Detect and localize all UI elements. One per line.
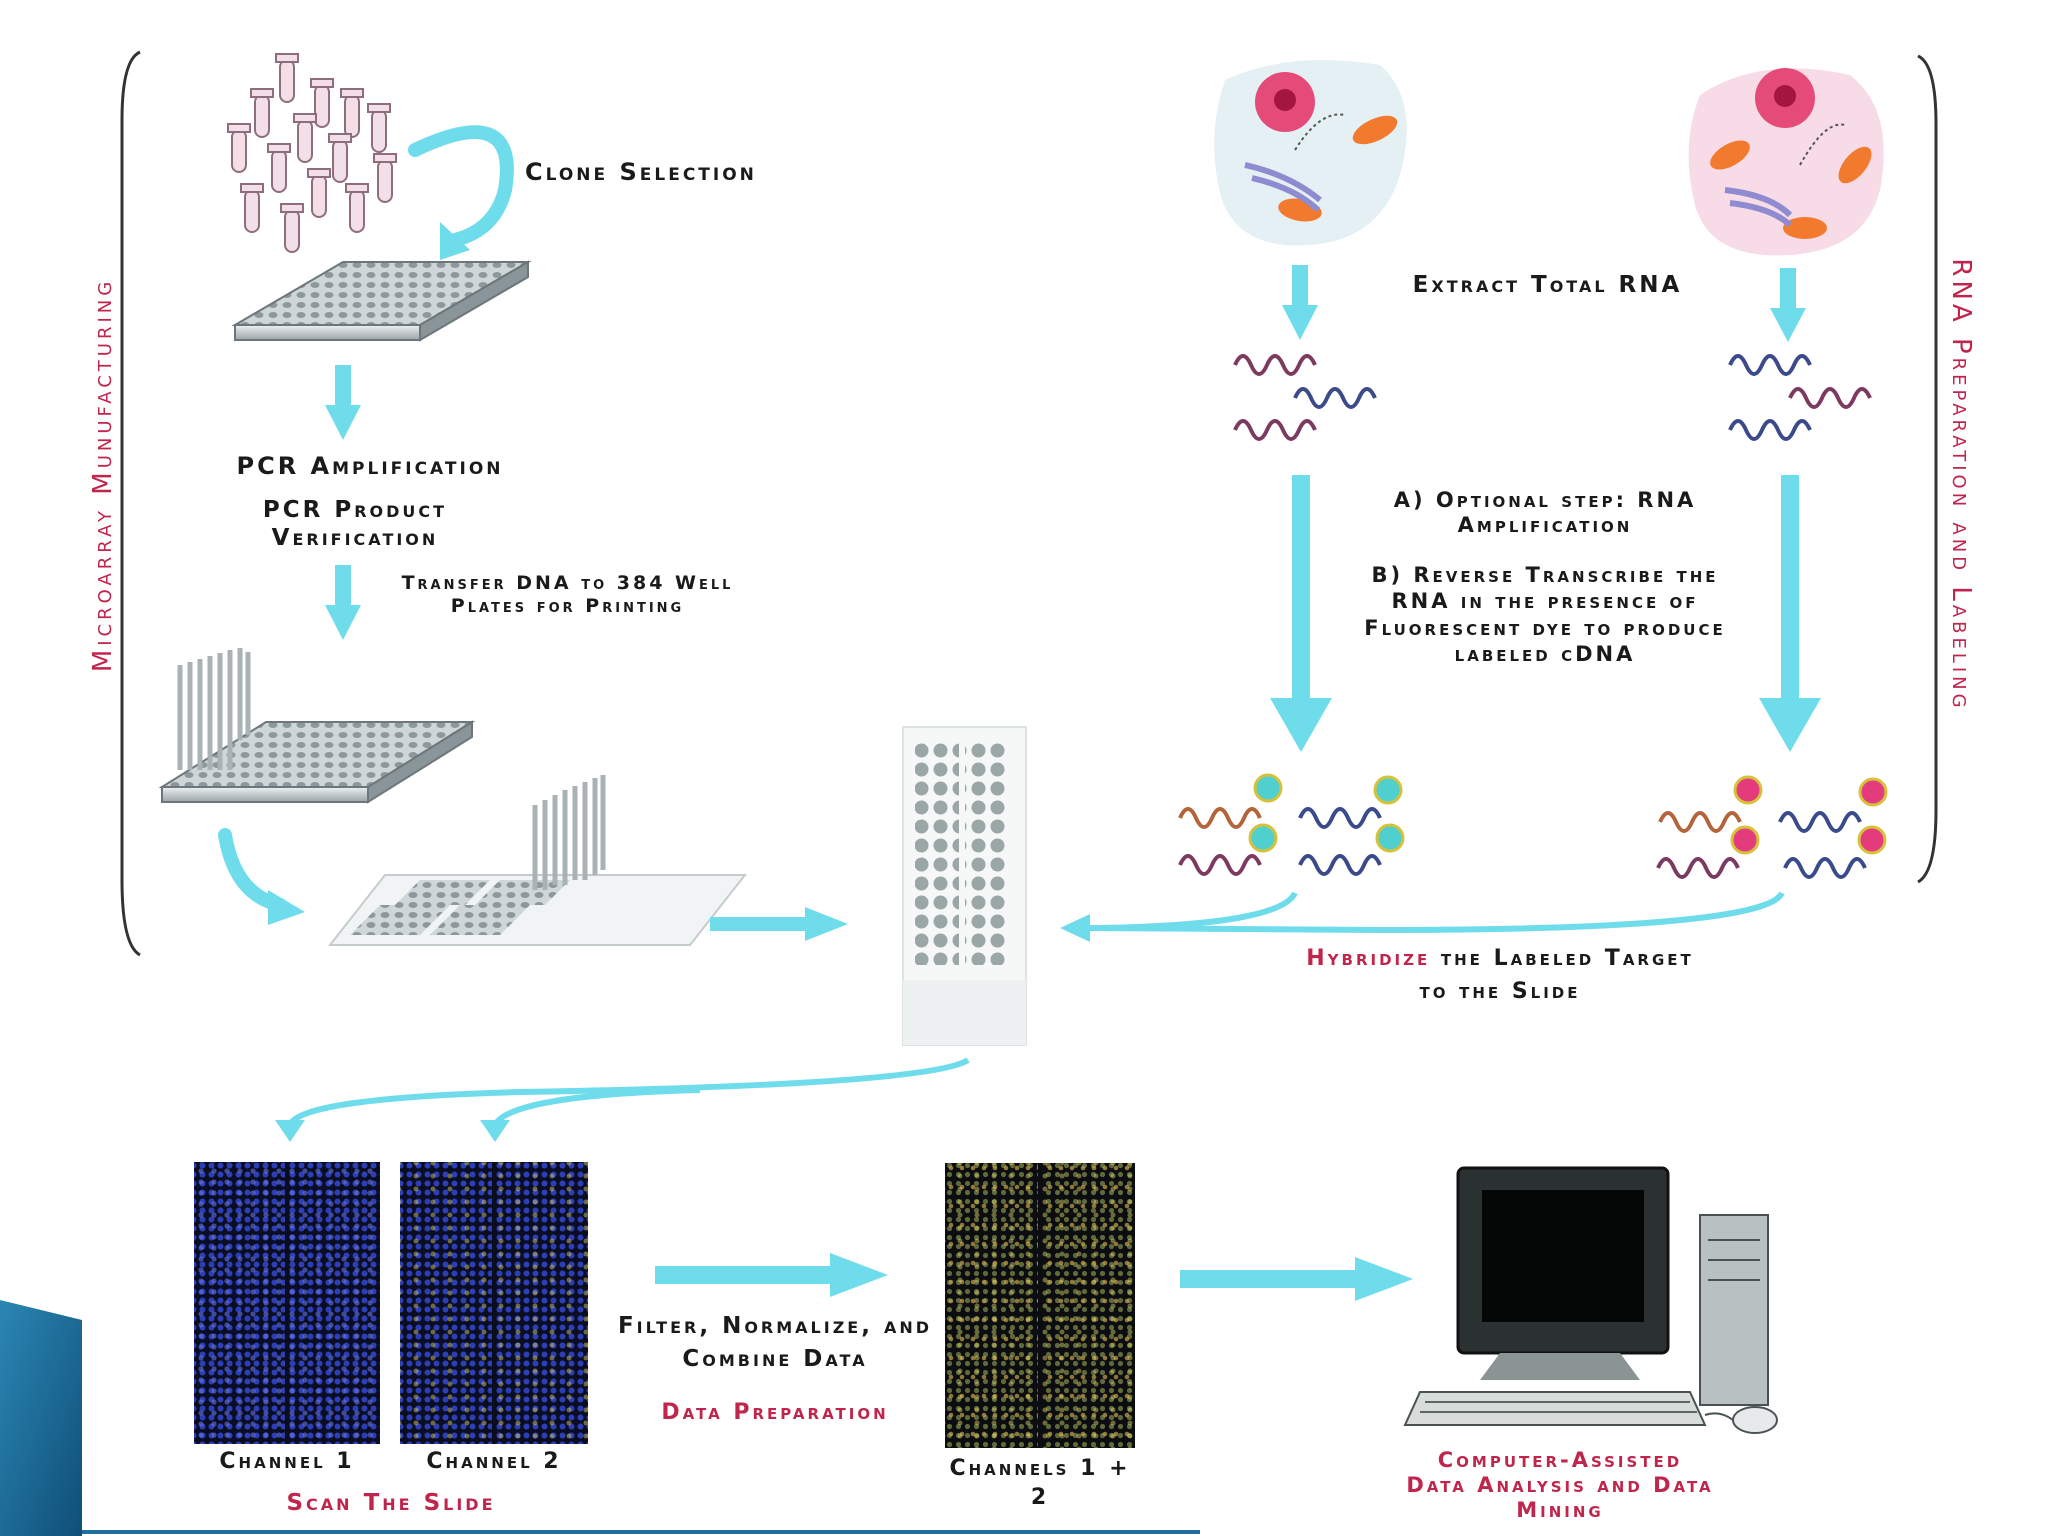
pcr-amplification-label: PCR Amplification [236, 452, 504, 480]
side-label-microarray-manufacturing: Microarray Munufacturing [88, 277, 118, 673]
printing-slides-icon [327, 775, 748, 946]
extract-total-rna-label: Extract Total RNA [1412, 272, 1683, 298]
cell-icon-right [1688, 68, 1884, 256]
channels-combined-label: Channels 1 + 2 [949, 1456, 1131, 1510]
hybridize-rest: the Labeled Target to the Slide [1419, 946, 1694, 1004]
cell-icon-left [1214, 60, 1407, 246]
channel-1-label: Channel 1 [219, 1449, 355, 1474]
labeled-cdna-right [1656, 775, 1888, 879]
tube-rack-icon [227, 53, 397, 253]
filter-normalize-label: Filter, Normalize, and Combine Data [617, 1313, 933, 1373]
clone-selection-label: Clone Selection [525, 158, 757, 186]
corner-decoration [0, 1300, 82, 1536]
optional-step-label: A) Optional step: RNA Amplification [1393, 488, 1697, 538]
microarray-slide-icon [902, 726, 1027, 1046]
rna-strands-right [1728, 354, 1872, 441]
channel-2-label: Channel 2 [426, 1449, 562, 1474]
side-label-rna-preparation: RNA Preparation and Labeling [1946, 258, 1976, 712]
data-preparation-label: Data Preparation [661, 1400, 889, 1425]
hybridize-label: Hybridize the Labeled Target to the Slid… [1290, 942, 1710, 1008]
channels-combined-image [945, 1163, 1135, 1448]
transfer-dna-label: Transfer DNA to 384 Well Plates for Prin… [401, 572, 734, 617]
channel-2-scan-image [400, 1162, 588, 1444]
hybridize-word: Hybridize [1306, 946, 1431, 971]
rna-strands-left [1233, 354, 1377, 441]
channel-1-scan-image [194, 1162, 380, 1444]
pcr-product-verification-label: PCR Product Verification [262, 497, 448, 551]
reverse-transcribe-label: B) Reverse Transcribe the RNA in the pre… [1364, 563, 1726, 666]
labeled-cdna-left [1178, 773, 1405, 876]
computer-icon [1403, 1166, 1778, 1434]
well-plate-icon [231, 260, 532, 342]
384-well-plate-icon [158, 648, 476, 804]
scan-the-slide-label: Scan The Slide [286, 1490, 496, 1516]
computer-assisted-label: Computer-Assisted Data Analysis and Data… [1406, 1448, 1714, 1523]
